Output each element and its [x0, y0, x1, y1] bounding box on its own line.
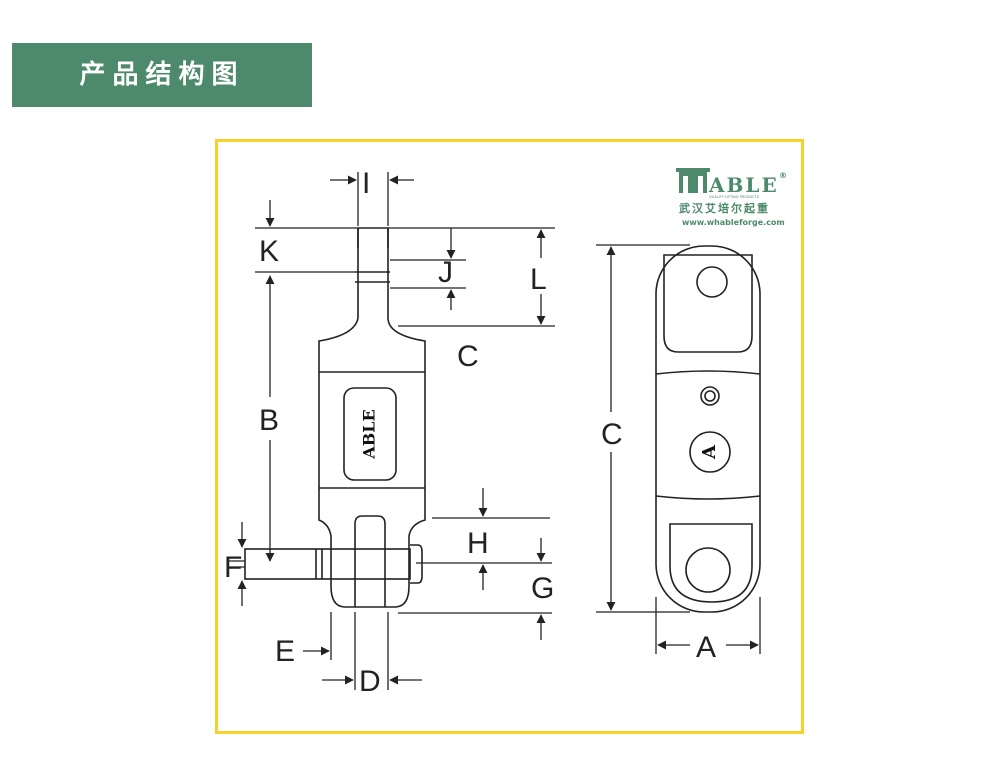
dim-label-d: D: [359, 665, 381, 698]
side-view-pin: [244, 548, 411, 580]
side-view-slot: [354, 515, 386, 607]
dim-label-j: J: [438, 256, 453, 289]
front-view-bottom-recess: [669, 523, 753, 603]
brand-chinese: 武汉艾培尔起重: [679, 201, 770, 215]
dim-label-g: G: [531, 572, 554, 605]
side-view-stamp: ABLE: [360, 409, 379, 459]
dim-label-f: F: [224, 551, 242, 584]
dim-label-e: E: [275, 635, 295, 668]
dimension-lines: [228, 172, 761, 690]
front-view-top-recess: [663, 254, 753, 353]
dim-label-i: I: [362, 167, 370, 200]
dim-label-k: K: [259, 235, 279, 268]
brand-name: ABLE: [708, 173, 779, 197]
dim-label-c-side: C: [457, 340, 479, 373]
brand-url: www.whableforge.com: [682, 218, 785, 227]
page-title: 产品结构图: [79, 60, 245, 90]
side-view-stamp-plate: [343, 387, 397, 481]
dim-label-c-front: C: [601, 418, 623, 451]
dim-label-l: L: [530, 263, 547, 296]
front-view-stamp-circle: [689, 431, 731, 473]
brand-tagline: QUALITY LIFTING PRODUCTS: [709, 195, 760, 199]
brand-emblem-icon: [676, 168, 710, 193]
side-view: [244, 227, 426, 608]
dim-label-a: A: [696, 631, 716, 664]
dim-label-h: H: [467, 527, 489, 560]
header-bar: 产品结构图: [12, 43, 312, 107]
brand-logo: ABLE ® QUALITY LIFTING PRODUCTS 武汉艾培尔起重 …: [676, 168, 789, 227]
front-view-outline: [655, 245, 761, 613]
dim-label-b: B: [259, 404, 279, 437]
front-view: [655, 245, 761, 613]
front-view-bottom-hole: [685, 547, 731, 593]
front-view-stamp: A: [699, 444, 720, 460]
front-view-small-hole: [700, 386, 720, 406]
diagram-frame: [215, 139, 804, 734]
side-view-outline: [318, 227, 426, 608]
brand-registered: ®: [779, 171, 789, 180]
front-view-top-hole: [696, 266, 728, 298]
